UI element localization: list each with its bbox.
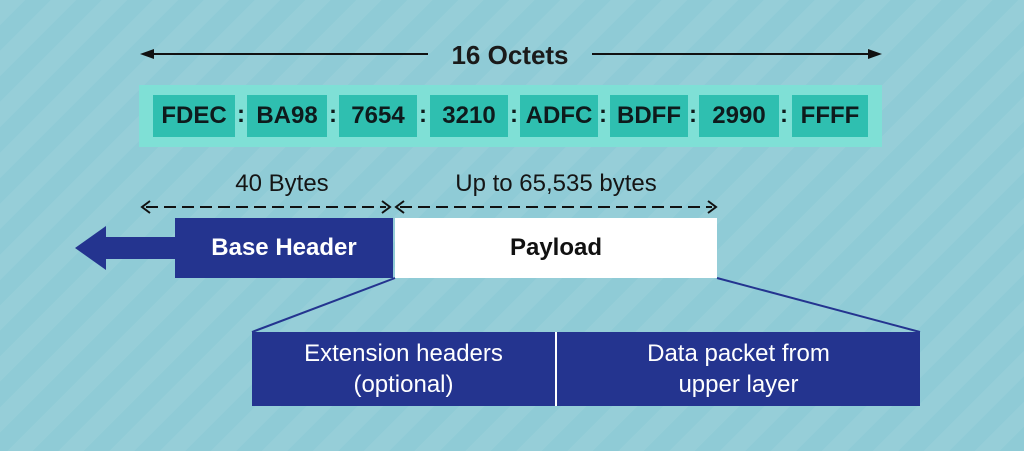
extension-headers-box: Extension headers (optional) <box>252 332 555 406</box>
upper-layer-data-line1: Data packet from <box>647 340 830 367</box>
address-separator: : <box>419 101 427 128</box>
payload-block: Payload <box>395 218 717 278</box>
address-separator: : <box>780 101 788 128</box>
address-group: 7654 <box>339 95 417 137</box>
upper-layer-data-line2: upper layer <box>678 371 799 398</box>
address-group: FFFF <box>792 95 868 137</box>
expansion-line-right <box>716 277 921 333</box>
address-group: 2990 <box>699 95 779 137</box>
expansion-line-left <box>251 277 396 333</box>
extension-headers-line2: (optional) <box>353 371 454 398</box>
upper-layer-data-box: Data packet from upper layer <box>557 332 920 406</box>
address-group: BDFF <box>610 95 688 137</box>
header-size-arrowhead-left <box>140 200 151 214</box>
header-size-label: 40 Bytes <box>235 170 329 197</box>
address-separator: : <box>599 101 607 128</box>
payload-size-label: Up to 65,535 bytes <box>455 170 657 197</box>
address-separator: : <box>510 101 518 128</box>
address-separator: : <box>329 101 337 128</box>
address-group: FDEC <box>153 95 235 137</box>
extension-headers-line1: Extension headers <box>304 340 503 367</box>
octets-label: 16 Octets <box>451 40 569 70</box>
payload-size-arrowhead-left <box>394 200 405 214</box>
direction-arrow <box>75 226 176 270</box>
payload-parts-divider <box>555 332 557 406</box>
base-header-block: Base Header <box>175 218 393 278</box>
octets-arrowhead-right <box>868 49 882 59</box>
octets-arrowhead-left <box>140 49 154 59</box>
address-group: BA98 <box>247 95 327 137</box>
payload-size-arrowhead-right <box>707 200 718 214</box>
address-group: ADFC <box>520 95 598 137</box>
address-group: 3210 <box>430 95 508 137</box>
address-separator: : <box>689 101 697 128</box>
address-separator: : <box>237 101 245 128</box>
header-size-arrowhead-right <box>381 200 392 214</box>
